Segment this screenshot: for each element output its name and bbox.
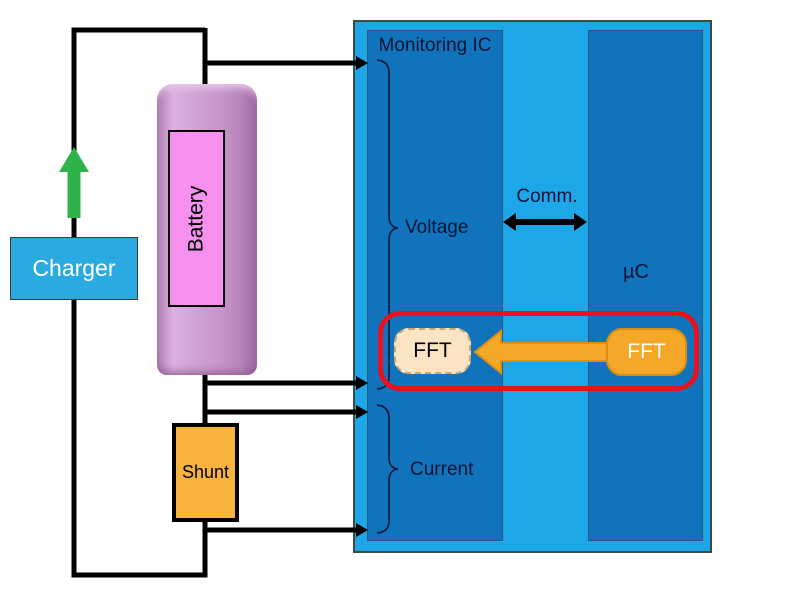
comm-arrowhead-right-icon [574,213,587,231]
arrowhead-voltage-top-icon [356,56,368,70]
battery-cell: Battery [157,84,257,375]
voltage-label: Voltage [405,217,469,238]
fft-highlight-outline [378,311,699,391]
fft-result-box: FFT [394,328,471,374]
arrowhead-current-bottom-icon [356,523,368,537]
arrowhead-voltage-bottom-icon [356,376,368,390]
charger-label: Charger [32,255,116,281]
charge-direction-arrow-icon [59,147,89,218]
microcontroller-label: µC [623,261,649,283]
shunt-label: Shunt [181,462,230,482]
shunt-box: Shunt [172,423,239,522]
current-label: Current [410,459,474,480]
current-brace [376,404,399,534]
fft-transfer-arrow-icon [473,328,609,376]
microcontroller-panel: µC [588,30,703,541]
charger-box: Charger [10,237,138,300]
arrowhead-current-top-icon [356,405,368,419]
comm-arrowhead-left-icon [503,213,516,231]
comm-label: Comm. [516,186,578,207]
battery-label-text: Battery [184,185,208,252]
battery-label-sticker: Battery [168,130,225,307]
fft-result-label: FFT [413,339,452,362]
monitoring-ic-title: Monitoring IC [378,35,492,56]
fft-source-label: FFT [627,340,666,363]
fft-source-box: FFT [606,328,687,376]
